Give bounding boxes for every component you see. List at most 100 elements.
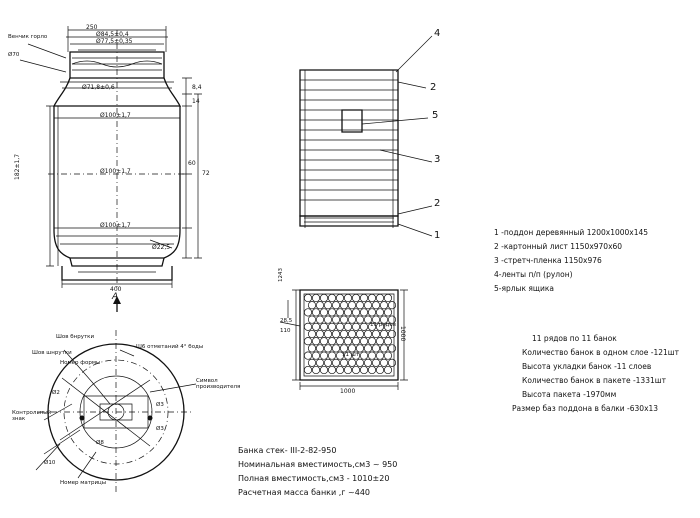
jar-circle xyxy=(331,301,341,310)
view-a-arrow xyxy=(113,296,121,312)
jar-circle xyxy=(335,351,345,360)
jar-circle xyxy=(371,301,381,310)
jar-circle xyxy=(347,315,357,324)
jar-circle xyxy=(311,365,321,375)
pack-info-3: Высота укладки банок -11 слоев xyxy=(522,362,652,371)
view-a-label: A xyxy=(112,292,119,302)
jar-circle xyxy=(311,293,321,303)
callout-neck-ring: Венчик горло xyxy=(8,34,48,40)
jar-circle xyxy=(307,329,317,339)
pack-info-4: Количество банок в пакете -1331шт xyxy=(522,376,666,385)
jar-circle xyxy=(355,315,365,324)
right-dim-4: 72 xyxy=(202,170,210,177)
pack-info-6: Размер баз поддона в балки -630х13 xyxy=(512,404,659,413)
bottom-label-seam-2: Шов шнрутки xyxy=(32,350,72,356)
jar-circle xyxy=(339,301,349,310)
jar-circle xyxy=(387,344,397,353)
bottom-dim-2: Ø3 xyxy=(156,402,164,408)
jar-circle xyxy=(311,322,321,331)
jar-circle xyxy=(339,358,349,367)
jar-circle xyxy=(347,329,357,339)
jar-circle xyxy=(383,293,393,303)
bottom-dim: Ø22,5 xyxy=(152,244,171,251)
jar-circle xyxy=(311,337,321,346)
layout-dim-left-2: 28,5 xyxy=(280,318,293,324)
jar-circle xyxy=(383,337,393,346)
right-dim-3: 60 xyxy=(188,160,196,167)
jar-circle xyxy=(351,337,361,346)
jar-circle xyxy=(379,358,389,367)
bottom-dim-5: Ø10 xyxy=(44,460,56,466)
pallet-side-view xyxy=(299,35,433,237)
jar-circle xyxy=(359,351,369,360)
shoulder-dim: Ø71,8±0,6 xyxy=(82,84,115,91)
jar-circle xyxy=(383,351,393,360)
legend-item-3: 3 -стретч-пленка 1150х976 xyxy=(494,256,602,265)
jar-circle xyxy=(367,293,377,303)
jar-circle xyxy=(387,301,397,310)
legend-item-1: 1 -поддон деревянный 1200х1000х145 xyxy=(494,228,649,237)
jar-circle xyxy=(323,301,333,310)
jar-circle xyxy=(367,322,377,331)
layout-label-rows: 11 рядов xyxy=(370,322,396,328)
jar-circle xyxy=(363,358,373,367)
jar-circle xyxy=(327,337,337,346)
jar-circle xyxy=(367,365,377,375)
bottom-dim-3: Ø3 xyxy=(156,426,164,432)
callout-4: 4 xyxy=(434,28,441,39)
jar-circle xyxy=(303,293,313,303)
legend-item-5: 5-ярлык ящика xyxy=(494,284,554,293)
callout-neck-dia: Ø70 xyxy=(8,52,20,58)
bottom-label-seam-1: Шов бнрутки xyxy=(56,334,95,340)
jar-circle xyxy=(311,308,321,317)
layout-dim-left-1: 1243 xyxy=(278,268,284,282)
jar-circle xyxy=(387,358,397,367)
jar-dimension-lines xyxy=(19,26,202,288)
pack-info-1: 11 рядов по 11 банок xyxy=(532,334,617,343)
jar-front-view xyxy=(48,30,186,290)
jar-bottom-view xyxy=(35,330,197,494)
jar-circle xyxy=(323,315,333,324)
bottom-label-manufacturer: Символ производителя xyxy=(196,378,241,390)
jar-circle xyxy=(387,329,397,339)
jar-circle xyxy=(367,337,377,346)
jar-circle xyxy=(323,358,333,367)
jar-circle xyxy=(335,337,345,346)
jar-circle xyxy=(363,315,373,324)
jar-circle xyxy=(327,322,337,331)
jar-circle xyxy=(375,322,385,331)
jar-circle xyxy=(315,301,325,310)
jar-circle xyxy=(315,315,325,324)
jar-circle xyxy=(327,365,337,375)
jar-circle xyxy=(327,351,337,360)
jar-circle xyxy=(351,351,361,360)
jar-circle xyxy=(355,301,365,310)
callout-2-top: 2 xyxy=(430,82,437,93)
jar-circle xyxy=(319,308,329,317)
jar-circle xyxy=(375,337,385,346)
jar-circle xyxy=(319,351,329,360)
jar-info-2: Номинальная вместимость,см3 ~ 950 xyxy=(238,460,398,469)
callout-3: 3 xyxy=(434,154,441,165)
jar-circle xyxy=(335,322,345,331)
jar-circle xyxy=(331,358,341,367)
jar-circle xyxy=(347,358,357,367)
jar-circle xyxy=(355,358,365,367)
jar-circle xyxy=(371,358,381,367)
jar-circle xyxy=(351,322,361,331)
jar-circle xyxy=(351,308,361,317)
jar-circle xyxy=(335,308,345,317)
jar-circle xyxy=(343,293,353,303)
body-dim-middle: Ø100±1,7 xyxy=(100,168,131,175)
jar-circle xyxy=(371,344,381,353)
jar-circle xyxy=(375,293,385,303)
jar-circle xyxy=(371,315,381,324)
jar-circle xyxy=(375,365,385,375)
legend-item-2: 2 -картонный лист 1150х970х60 xyxy=(494,242,623,251)
jar-circle xyxy=(303,365,313,375)
jar-circle xyxy=(339,344,349,353)
jar-circle xyxy=(311,351,321,360)
jar-height-dim: 182±1,7 xyxy=(14,153,21,180)
jar-circle xyxy=(359,365,369,375)
